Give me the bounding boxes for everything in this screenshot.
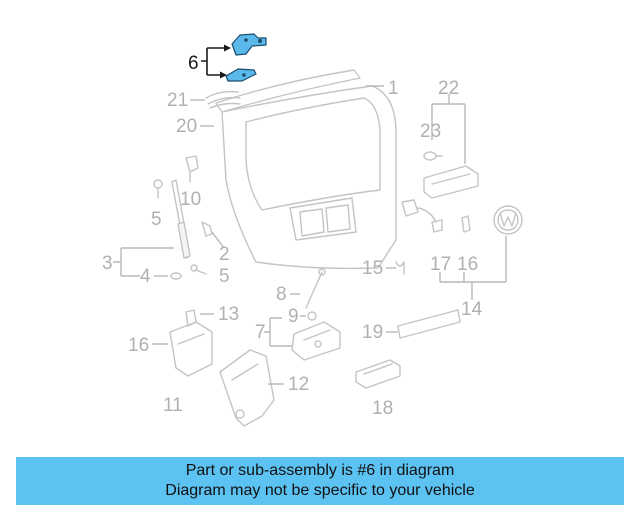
part-2-clip[interactable] — [201, 221, 213, 237]
part-6-hinge-upper[interactable] — [231, 33, 267, 56]
callout-5-upper[interactable]: 5 — [151, 209, 162, 230]
callout-6[interactable]: 6 — [188, 53, 199, 74]
part-22-lamp-housing[interactable] — [423, 165, 479, 199]
part-19-trim-strip[interactable] — [397, 309, 461, 339]
callout-16-left[interactable]: 16 — [128, 335, 149, 356]
callout-19[interactable]: 19 — [362, 322, 383, 343]
callout-16-right[interactable]: 16 — [457, 254, 478, 275]
callout-5-lower[interactable]: 5 — [219, 266, 230, 287]
banner-line-2: Diagram may not be specific to your vehi… — [165, 482, 475, 499]
part-14-emblem[interactable] — [493, 205, 523, 235]
callout-15[interactable]: 15 — [362, 258, 383, 279]
callout-18[interactable]: 18 — [372, 398, 393, 419]
part-18-handle[interactable] — [355, 359, 401, 389]
part-5-ball-stud-lower[interactable] — [190, 264, 207, 275]
part-8-rod[interactable] — [305, 268, 326, 309]
callout-14[interactable]: 14 — [461, 299, 483, 320]
callout-12[interactable]: 12 — [288, 374, 309, 395]
banner-line-1: Part or sub-assembly is #6 in diagram — [185, 462, 455, 479]
part-16-clip-right[interactable] — [461, 215, 471, 233]
callout-8[interactable]: 8 — [276, 284, 287, 305]
callout-2[interactable]: 2 — [219, 244, 230, 265]
callout-9[interactable]: 9 — [288, 306, 299, 327]
callout-7[interactable]: 7 — [255, 322, 266, 343]
part-7-latch[interactable] — [291, 321, 341, 361]
callout-23[interactable]: 23 — [420, 121, 441, 142]
callout-1[interactable]: 1 — [388, 78, 399, 99]
info-banner: Part or sub-assembly is #6 in diagram Di… — [16, 457, 624, 505]
part-21-weatherstrip[interactable] — [205, 90, 241, 109]
exploded-parts-diagram: 6 1 21 20 10 5 2 3 — [102, 33, 523, 427]
part-9-fastener[interactable] — [307, 311, 317, 321]
part-5-ball-stud[interactable] — [153, 179, 163, 199]
part-10-bracket[interactable] — [185, 155, 199, 183]
callout-17[interactable]: 17 — [430, 254, 451, 275]
part-1-tailgate[interactable] — [215, 69, 397, 270]
part-12-mounting-plate[interactable] — [219, 349, 275, 427]
callout-3[interactable]: 3 — [102, 253, 113, 274]
callout-10[interactable]: 10 — [180, 189, 201, 210]
part-11-actuator[interactable] — [169, 321, 213, 377]
callout-4[interactable]: 4 — [140, 266, 151, 287]
callout-11[interactable]: 11 — [163, 395, 183, 416]
callout-20[interactable]: 20 — [176, 116, 197, 137]
callout-13[interactable]: 13 — [218, 304, 239, 325]
part-17-socket[interactable] — [401, 199, 443, 233]
part-6-hinge-lower[interactable] — [225, 68, 257, 82]
callout-21[interactable]: 21 — [167, 90, 188, 111]
part-3-gas-strut[interactable] — [171, 179, 191, 259]
part-23-bulb[interactable] — [423, 151, 443, 161]
part-4-washer[interactable] — [170, 272, 182, 280]
part-15-clip[interactable] — [395, 261, 405, 275]
callout-22[interactable]: 22 — [438, 78, 459, 99]
callout-6-bracket — [201, 44, 231, 79]
